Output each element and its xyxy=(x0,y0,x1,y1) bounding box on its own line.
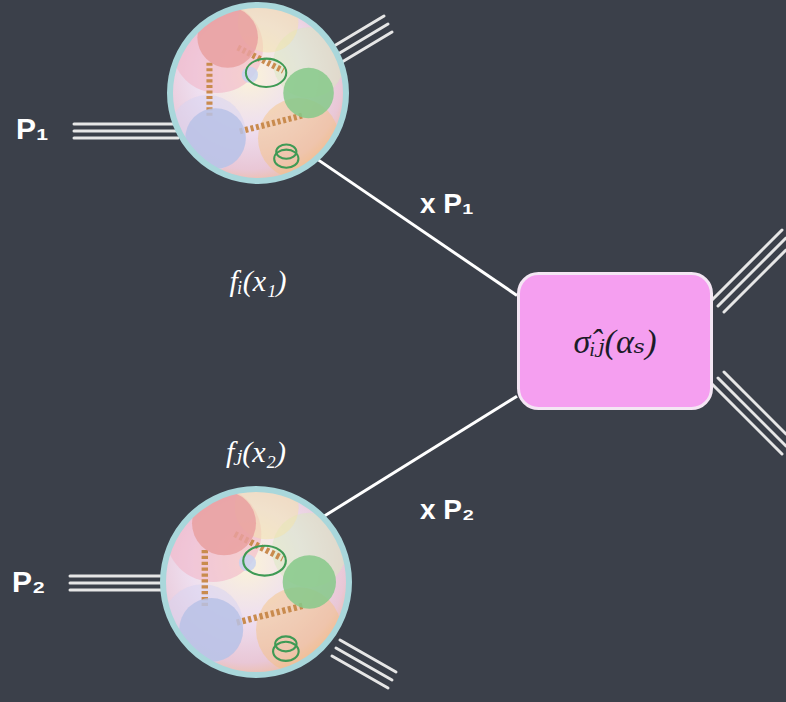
proton-circle: fⱼ(x₂) xyxy=(160,486,352,678)
pdf-label: fⱼ(x₂) xyxy=(160,434,352,469)
cross-section-label: σ̂ᵢⱼ(αₛ) xyxy=(517,272,713,410)
beam-label: P₂ xyxy=(12,565,45,599)
incoming-proton-beam xyxy=(74,124,178,138)
proton-outline xyxy=(167,2,349,184)
proton-outline xyxy=(160,486,352,678)
incoming-proton-beam xyxy=(70,576,172,590)
proton-picture xyxy=(167,0,349,184)
proton-remnant-lines xyxy=(332,640,396,688)
parton-line xyxy=(318,160,517,296)
proton-circle: fᵢ(x₁) xyxy=(167,2,349,184)
hard-process-box: σ̂ᵢⱼ(αₛ) xyxy=(517,272,713,410)
beam-label: P₁ xyxy=(16,112,48,146)
momentum-label: x P₁ xyxy=(420,188,474,220)
final-state-lines xyxy=(712,372,786,454)
final-state-lines xyxy=(712,230,786,312)
proton-picture xyxy=(160,475,352,678)
pdf-label: fᵢ(x₁) xyxy=(167,264,349,298)
proton-remnant-lines xyxy=(334,16,392,62)
momentum-label: x P₂ xyxy=(420,494,474,526)
